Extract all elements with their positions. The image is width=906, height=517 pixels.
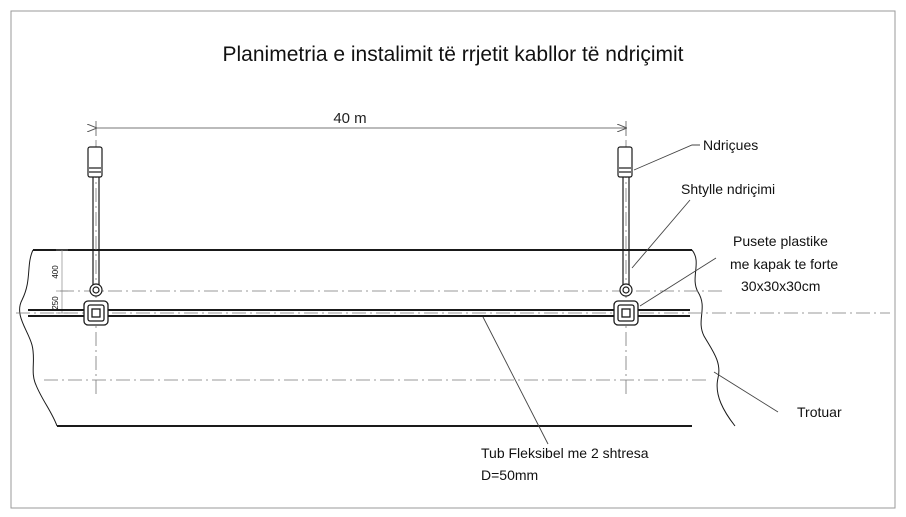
- offset-dimensions: [56, 249, 68, 314]
- offset-upper-label: 400: [51, 265, 60, 279]
- dimension-span-label: 40 m: [333, 110, 366, 127]
- manhole-right: [613, 300, 639, 326]
- offset-lower-label: 250: [51, 296, 60, 310]
- sidewalk-edges: [19, 249, 736, 427]
- label-manhole-line1: Pusete plastike: [733, 233, 828, 249]
- luminaire-right: [617, 146, 633, 178]
- reference-lines: [16, 140, 890, 395]
- label-sidewalk: Trotuar: [797, 404, 842, 420]
- manhole-left: [83, 300, 109, 326]
- label-pole: Shtylle ndriçimi: [681, 181, 775, 197]
- leader-lines: [482, 144, 779, 445]
- conduit-pipe: [28, 309, 690, 317]
- diagram-title: Planimetria e instalimit të rrjetit kabl…: [223, 43, 684, 66]
- dimension-span: [96, 121, 626, 136]
- pole-right: [619, 177, 633, 297]
- luminaire-left: [87, 146, 103, 178]
- label-conduit-line2: D=50mm: [481, 467, 538, 483]
- outer-border: [10, 10, 896, 509]
- label-manhole-line3: 30x30x30cm: [741, 278, 820, 294]
- label-luminaire: Ndriçues: [703, 137, 758, 153]
- label-conduit-line1: Tub Fleksibel me 2 shtresa: [481, 445, 649, 461]
- label-manhole-line2: me kapak te forte: [730, 256, 838, 272]
- pole-left: [89, 177, 103, 297]
